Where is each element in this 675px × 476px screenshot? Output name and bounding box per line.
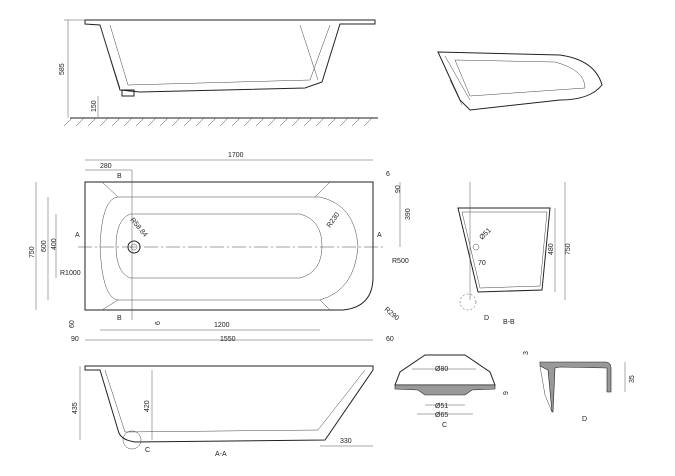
section-a-right: A (377, 232, 382, 239)
dia-80: Ø80 (435, 366, 448, 373)
radius-1000: R1000 (60, 270, 81, 277)
dim-9: 9 (503, 391, 510, 395)
top-view: 1700 280 B 6 90 390 750 600 400 A A R58.… (29, 152, 412, 343)
radius-290: R290 (383, 306, 400, 322)
section-b-top: B (117, 173, 122, 180)
dim-35: 35 (629, 375, 636, 383)
radius-500: R500 (392, 258, 409, 265)
dim-280: 280 (100, 163, 112, 170)
dim-420: 420 (144, 400, 151, 412)
dim-1550: 1550 (220, 336, 236, 343)
section-aa: 435 420 C 330 A-A (72, 365, 374, 458)
dim-feet-height: 150 (91, 100, 98, 112)
dim-6-bottom: 6 (155, 321, 162, 325)
radius-230: R230 (326, 211, 341, 229)
section-bb: Ø51 70 480 750 D B-B (457, 182, 572, 326)
detail-c: Ø80 9 Ø51 Ø65 C (394, 354, 510, 429)
detail-d: 3 35 D (523, 351, 636, 423)
dia-51: Ø51 (435, 403, 448, 410)
dim-90-bottom: 90 (71, 336, 79, 343)
detail-d-ref: D (484, 315, 489, 322)
dim-1200: 1200 (214, 322, 230, 329)
dim-3: 3 (523, 351, 530, 355)
dim-480: 480 (548, 243, 555, 255)
side-view: 585 150 (59, 19, 378, 127)
section-b-bottom: B (117, 315, 122, 322)
detail-d-title: D (582, 416, 587, 423)
isometric-view (437, 51, 603, 111)
dim-70: 70 (478, 260, 486, 267)
dim-600: 600 (41, 240, 48, 252)
dim-height: 585 (59, 63, 66, 75)
dim-435: 435 (72, 402, 79, 414)
radius-58: R58.84 (128, 217, 148, 239)
section-a-left: A (75, 232, 80, 239)
section-aa-title: A-A (215, 451, 227, 458)
detail-c-title: C (442, 422, 447, 429)
detail-c-ref: C (145, 447, 150, 454)
dim-400: 400 (51, 238, 58, 250)
dia-65: Ø65 (435, 412, 448, 419)
dim-90: 90 (395, 185, 402, 193)
section-bb-title: B-B (503, 319, 515, 326)
dim-390: 390 (405, 208, 412, 220)
dim-6-top: 6 (386, 171, 390, 178)
dim-750-bb: 750 (565, 243, 572, 255)
drain-diameter: Ø51 (478, 227, 492, 241)
dim-750: 750 (29, 246, 36, 258)
dim-length: 1700 (228, 152, 244, 159)
dim-60-left: 60 (69, 320, 76, 328)
dim-60-right: 60 (386, 336, 394, 343)
dim-330: 330 (340, 438, 352, 445)
